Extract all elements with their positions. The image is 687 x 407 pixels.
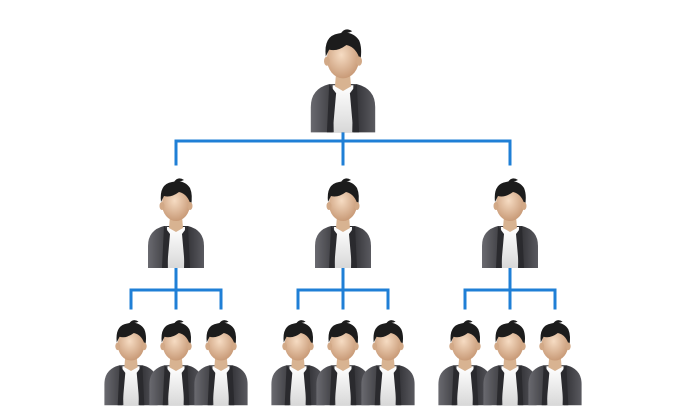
person-level2-2-icon (315, 178, 371, 268)
people-nodes (104, 29, 582, 406)
person-level3-1-3-icon (194, 320, 248, 406)
person-level1-icon (310, 29, 376, 133)
person-level2-3-icon (482, 178, 538, 268)
person-level2-1-icon (148, 178, 204, 268)
person-level3-3-3-icon (528, 320, 582, 406)
person-level3-2-3-icon (361, 320, 415, 406)
